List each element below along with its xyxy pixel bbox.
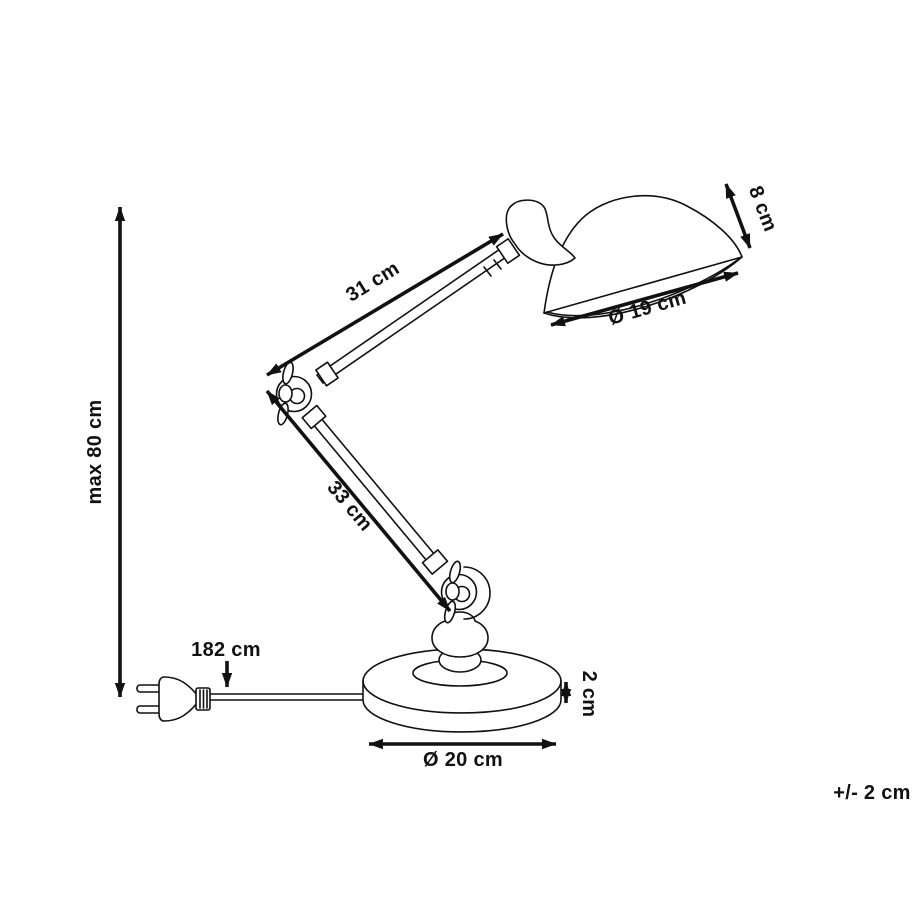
shade-diameter-dimension-arrow [550, 271, 739, 327]
lower-arm-dimension-arrow [265, 389, 452, 613]
elbow-wingnut-hub [278, 384, 293, 403]
max-height-label: max 80 cm [84, 400, 106, 505]
dimension-max-height: max 80 cm [84, 206, 126, 698]
cable-length-label: 182 cm [191, 639, 261, 661]
base-height-label: 2 cm [578, 671, 600, 718]
plug-prong-top [136, 684, 162, 693]
shade-neck [505, 199, 576, 266]
dimension-base-diameter: Ø 20 cm [368, 738, 557, 771]
lamp-shade [495, 195, 743, 319]
elbow-joint [275, 361, 339, 430]
power-plug [136, 676, 211, 722]
shade-diameter-label: Ø 19 cm [606, 287, 689, 330]
plug-body [158, 676, 198, 722]
stem-ball [431, 611, 489, 658]
lamp-base [362, 611, 562, 733]
plug-prong-bottom [136, 705, 162, 714]
upper-arm [316, 246, 510, 384]
dimension-upper-arm: 31 cm [266, 232, 504, 377]
dimension-cable-length: 182 cm [191, 639, 261, 688]
upper-arm-dimension-arrow [266, 232, 504, 377]
tolerance-note: +/- 2 cm [833, 782, 910, 804]
shade-height-label: 8 cm [744, 183, 781, 235]
lower-wingnut-hub [445, 582, 460, 601]
dimension-shade-height: 8 cm [724, 183, 781, 249]
shade-dome [543, 195, 743, 314]
dimension-base-height: 2 cm [560, 671, 600, 718]
base-diameter-label: Ø 20 cm [423, 749, 503, 771]
upper-arm-tube [316, 246, 510, 384]
base-edge-seam [362, 680, 562, 714]
power-cable [209, 693, 373, 701]
shade-height-dimension-arrow [724, 183, 752, 249]
dimension-lower-arm: 33 cm [265, 389, 452, 613]
lower-joint-back-arc [463, 566, 491, 620]
